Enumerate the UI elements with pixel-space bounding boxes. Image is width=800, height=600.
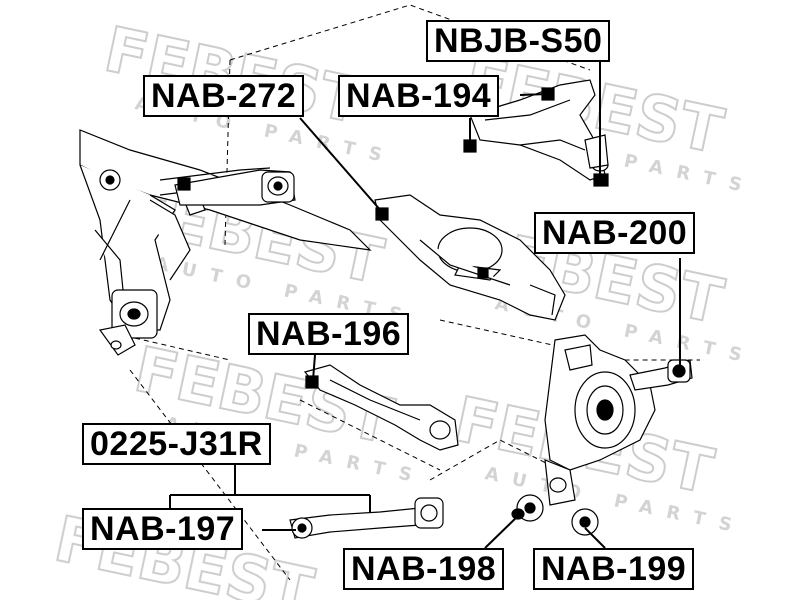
label-nab-200: NAB-200 — [534, 212, 696, 254]
upper-link-272 — [174, 169, 296, 206]
label-nab-196: NAB-196 — [248, 313, 410, 355]
lateral-link-197 — [289, 497, 444, 539]
leader-lines — [169, 60, 681, 549]
bushing-198 — [511, 494, 544, 522]
upper-arm-194 — [463, 79, 609, 187]
bushing-199 — [571, 508, 599, 536]
label-nab-272: NAB-272 — [143, 75, 305, 117]
label-nab-197: NAB-197 — [82, 508, 244, 550]
toe-link-196 — [303, 364, 459, 451]
link-200 — [629, 359, 693, 391]
lower-arm — [374, 194, 566, 321]
knuckle — [544, 334, 656, 506]
label-nab-198: NAB-198 — [343, 548, 505, 590]
label-nab-194: NAB-194 — [338, 75, 500, 117]
label-nab-199: NAB-199 — [533, 548, 695, 590]
label-0225-j31r: 0225-J31R — [82, 423, 271, 465]
label-nbjb-s50: NBJB-S50 — [426, 20, 611, 62]
